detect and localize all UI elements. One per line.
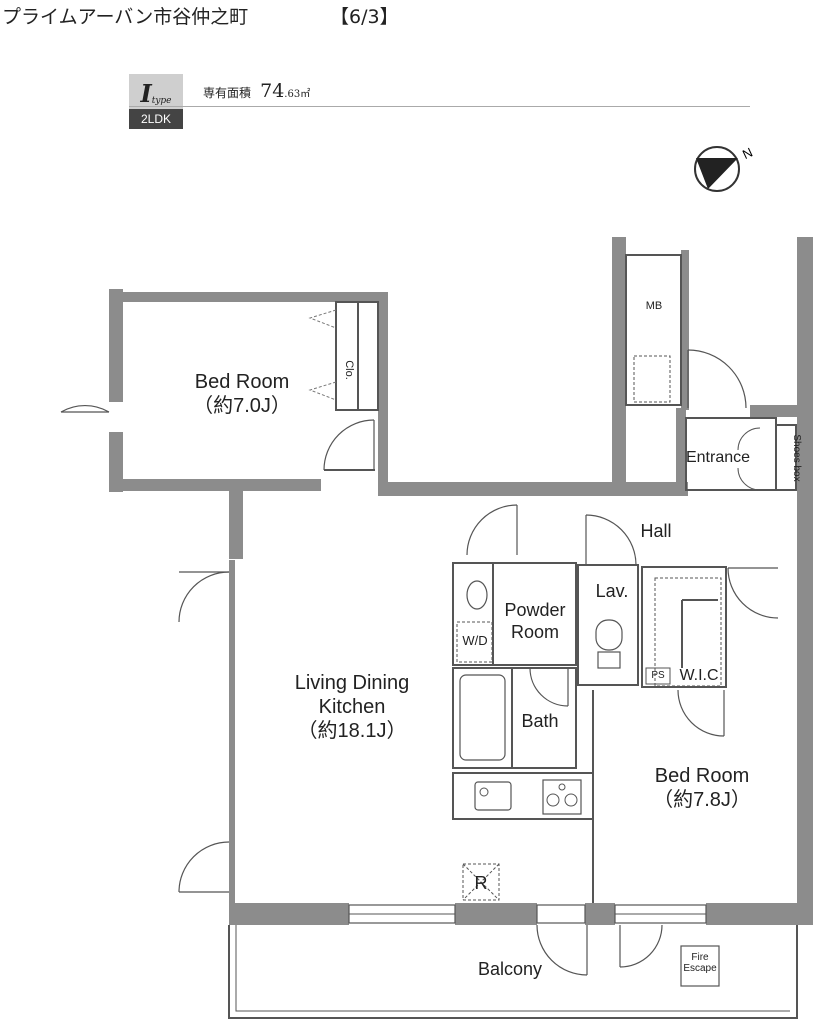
- ps-label: PS: [651, 670, 665, 681]
- property-name: プライムアーバン市谷仲之町: [2, 6, 249, 28]
- area-value: 74: [260, 80, 285, 102]
- hall-label: Hall: [640, 521, 672, 541]
- page-title: プライムアーバン市谷仲之町 【6/3】: [2, 2, 399, 29]
- fire-escape-label: Fire Escape: [681, 952, 719, 974]
- bedroom-2-size: （約7.8J）: [653, 789, 751, 811]
- bedroom-1-size: （約7.0J）: [193, 395, 291, 417]
- bedroom-2-name: Bed Room: [654, 765, 750, 787]
- area-decimal: .63: [284, 89, 301, 100]
- type-badge: I type 2LDK: [129, 74, 183, 130]
- header-rule: [129, 106, 750, 107]
- floor-area: 専有面積 74.63㎡: [203, 80, 310, 102]
- lav-label: Lav.: [595, 581, 629, 601]
- ldk-line1: Living Dining: [294, 672, 410, 694]
- compass-icon: N: [694, 144, 755, 192]
- type-suffix: type: [151, 96, 172, 106]
- closet-label: Clo.: [343, 360, 355, 380]
- balcony-label: Balcony: [477, 959, 543, 979]
- powder-line2: Room: [510, 622, 559, 642]
- bedroom-1-name: Bed Room: [194, 371, 290, 393]
- fire-line1: Fire: [691, 952, 709, 963]
- powder-room-label: Powder Room: [494, 599, 576, 643]
- area-unit: ㎡: [300, 89, 311, 100]
- interior-lines: [60, 254, 798, 1019]
- wd-label: W/D: [462, 633, 488, 648]
- ldk-line2: Kitchen: [318, 696, 386, 718]
- bedroom-2-label: Bed Room （約7.8J）: [632, 764, 772, 812]
- layout-type: 2LDK: [129, 109, 183, 129]
- type-letter: I: [140, 79, 152, 108]
- mb-label: MB: [645, 300, 663, 312]
- ldk-label: Living Dining Kitchen （約18.1J）: [262, 671, 442, 743]
- ldk-size: （約18.1J）: [297, 720, 407, 742]
- entrance-label: Entrance: [685, 449, 751, 466]
- walls: [109, 237, 813, 925]
- closet-doors: [308, 309, 337, 401]
- powder-line1: Powder: [504, 600, 566, 620]
- fire-line2: Escape: [683, 963, 717, 974]
- shoes-box-label: Shoes box: [791, 434, 802, 482]
- wic-label: W.I.C: [679, 667, 719, 684]
- area-label: 専有面積: [203, 86, 252, 100]
- compass-label: N: [740, 144, 755, 162]
- page-indicator: 【6/3】: [330, 6, 399, 28]
- r-shaft-label: R: [474, 873, 488, 893]
- bath-label: Bath: [521, 711, 559, 731]
- bedroom-1-label: Bed Room （約7.0J）: [172, 370, 312, 418]
